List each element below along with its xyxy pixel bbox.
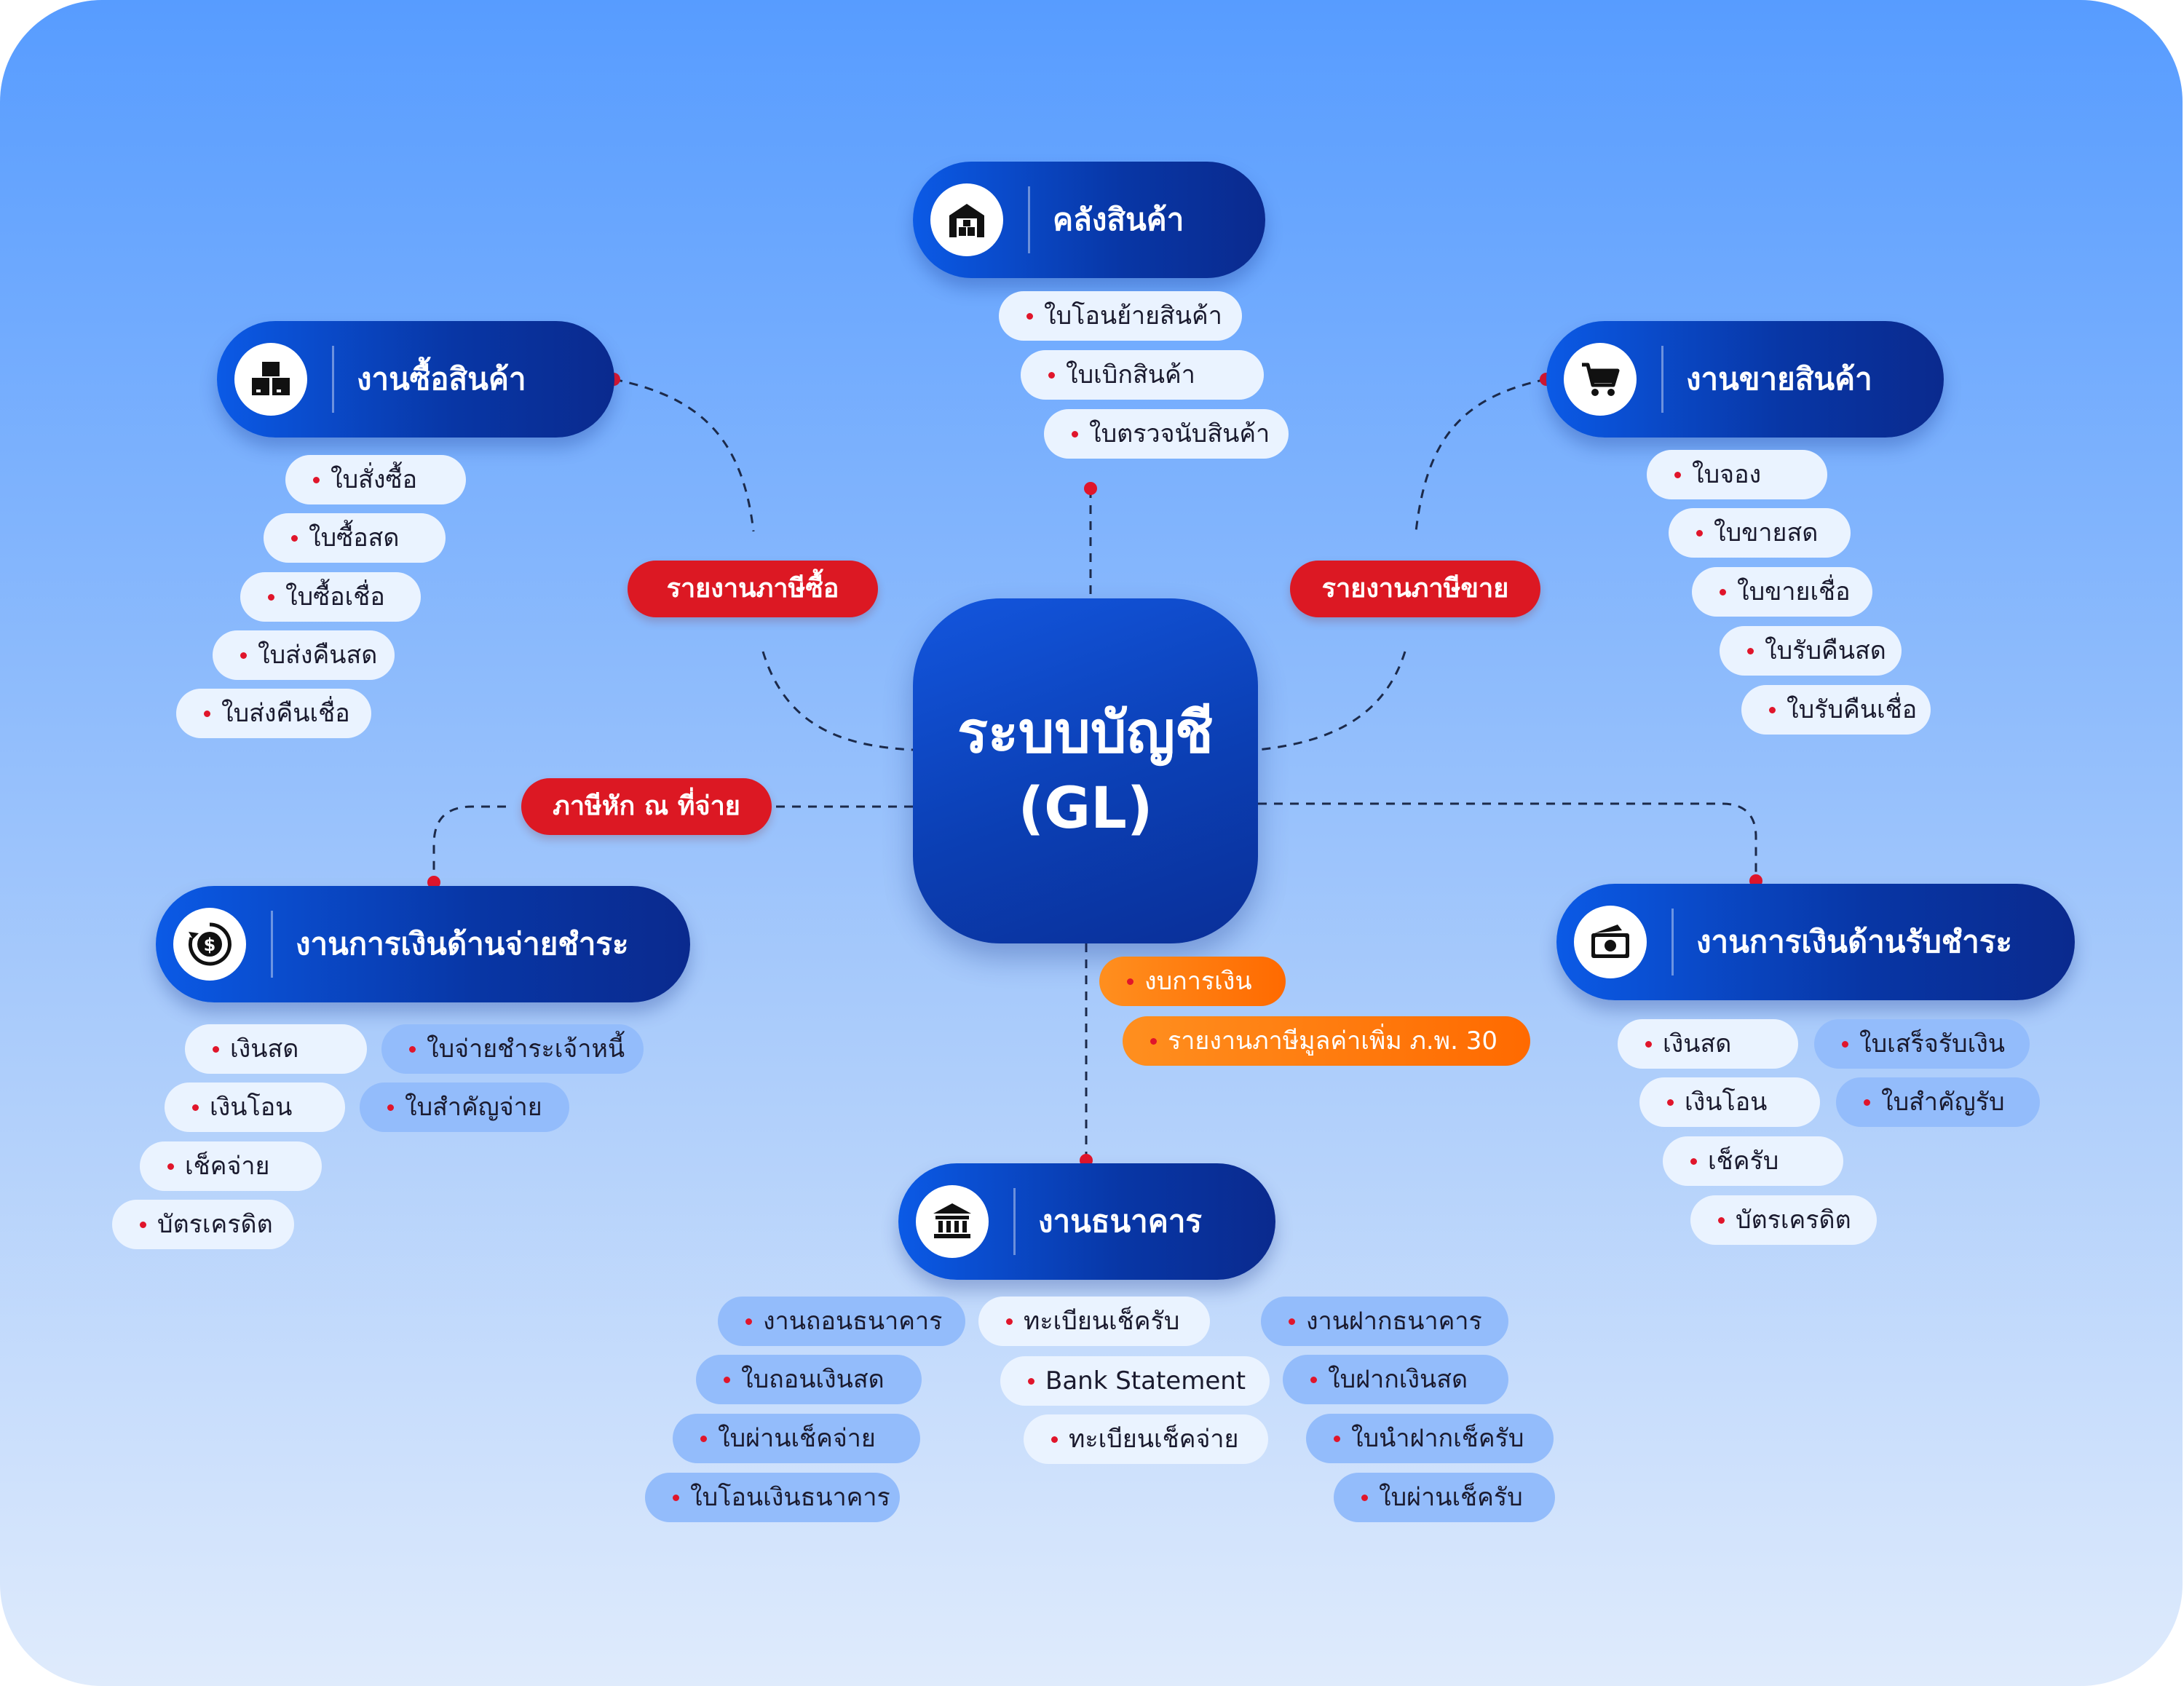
list-item[interactable]: ใบสำคัญจ่าย bbox=[360, 1083, 569, 1132]
module-purchase[interactable]: งานซื้อสินค้า bbox=[217, 321, 614, 438]
list-item[interactable]: ใบซื้อสด bbox=[264, 513, 446, 563]
junction-inventory bbox=[1084, 482, 1097, 495]
list-item[interactable]: ใบนำฝากเช็ครับ bbox=[1306, 1414, 1554, 1463]
list-item[interactable]: ใบสั่งซื้อ bbox=[285, 455, 466, 504]
list-item[interactable]: บัตรเครดิต bbox=[1690, 1195, 1877, 1245]
junction-payment bbox=[427, 876, 440, 889]
list-item[interactable]: ใบผ่านเช็คจ่าย bbox=[673, 1414, 920, 1463]
list-item[interactable]: Bank Statement bbox=[1000, 1356, 1270, 1406]
list-item[interactable]: ใบส่งคืนเชื่อ bbox=[176, 689, 371, 738]
list-item[interactable]: ใบตรวจนับสินค้า bbox=[1044, 409, 1289, 459]
list-item[interactable]: ใบผ่านเช็ครับ bbox=[1334, 1473, 1555, 1522]
connector-sales-tax bbox=[1257, 651, 1406, 751]
cash-icon bbox=[1574, 906, 1647, 978]
shopping-cart-icon bbox=[1564, 343, 1637, 416]
list-item[interactable]: ใบฝากเงินสด bbox=[1283, 1355, 1508, 1404]
module-title: งานซื้อสินค้า bbox=[357, 361, 526, 397]
gl-center-node[interactable]: ระบบบัญชี (GL) bbox=[913, 598, 1258, 943]
connector-purchase-tax bbox=[761, 651, 914, 751]
list-item[interactable]: เงินโอน bbox=[1639, 1077, 1820, 1127]
tag-withholding-tax[interactable]: ภาษีหัก ณ ที่จ่าย bbox=[521, 778, 772, 835]
list-item[interactable]: ใบเสร็จรับเงิน bbox=[1814, 1019, 2030, 1069]
list-item[interactable]: ใบเบิกสินค้า bbox=[1021, 350, 1264, 400]
connector-purchase bbox=[613, 378, 755, 532]
list-item[interactable]: ใบรับคืนสด bbox=[1720, 626, 1902, 676]
list-item[interactable]: ทะเบียนเช็ครับ bbox=[978, 1297, 1210, 1346]
connector-receipt bbox=[1258, 802, 1757, 881]
list-item[interactable]: ใบซื้อเชื่อ bbox=[240, 572, 421, 622]
module-sales[interactable]: งานขายสินค้า bbox=[1546, 321, 1944, 438]
list-item[interactable]: ใบถอนเงินสด bbox=[696, 1355, 922, 1404]
list-item[interactable]: ใบขายเชื่อ bbox=[1692, 567, 1872, 617]
list-item[interactable]: ใบจอง bbox=[1647, 450, 1827, 499]
tag-sales-tax[interactable]: รายงานภาษีขาย bbox=[1290, 561, 1540, 617]
dollar-coin-icon: $ bbox=[173, 908, 246, 981]
svg-text:$: $ bbox=[204, 935, 216, 955]
module-bank[interactable]: งานธนาคาร bbox=[898, 1163, 1275, 1280]
center-title-line2: (GL) bbox=[1018, 776, 1153, 842]
list-item[interactable]: งานถอนธนาคาร bbox=[718, 1297, 965, 1346]
list-item[interactable]: ใบขายสด bbox=[1669, 508, 1851, 558]
module-title: งานธนาคาร bbox=[1038, 1203, 1202, 1239]
list-item[interactable]: ใบสำคัญรับ bbox=[1836, 1077, 2040, 1127]
list-item[interactable]: เช็คจ่าย bbox=[140, 1141, 322, 1191]
module-title: งานการเงินด้านจ่ายชำระ bbox=[296, 926, 629, 962]
module-title: คลังสินค้า bbox=[1053, 202, 1184, 237]
boxes-icon bbox=[234, 343, 307, 416]
connector-sales bbox=[1415, 378, 1547, 532]
list-item[interactable]: ใบส่งคืนสด bbox=[213, 630, 395, 680]
connector-payment bbox=[432, 805, 506, 882]
list-item[interactable]: เช็ครับ bbox=[1663, 1136, 1843, 1186]
warehouse-icon bbox=[930, 183, 1003, 256]
center-title-line1: ระบบบัญชี bbox=[957, 700, 1214, 766]
module-payment[interactable]: $ งานการเงินด้านจ่ายชำระ bbox=[156, 886, 690, 1002]
list-item[interactable]: เงินสด bbox=[185, 1024, 367, 1074]
list-item[interactable]: งานฝากธนาคาร bbox=[1261, 1297, 1508, 1346]
list-item[interactable]: เงินโอน bbox=[165, 1083, 345, 1132]
module-inventory[interactable]: คลังสินค้า bbox=[913, 162, 1265, 278]
module-title: งานขายสินค้า bbox=[1686, 361, 1872, 397]
bank-icon bbox=[916, 1185, 989, 1258]
list-item[interactable]: ทะเบียนเช็คจ่าย bbox=[1024, 1414, 1268, 1464]
list-item[interactable]: ใบโอนเงินธนาคาร bbox=[645, 1473, 900, 1522]
list-item[interactable]: ใบโอนย้ายสินค้า bbox=[999, 291, 1242, 341]
list-item[interactable]: บัตรเครดิต bbox=[112, 1200, 294, 1249]
report-financial-statement[interactable]: งบการเงิน bbox=[1099, 957, 1286, 1006]
list-item[interactable]: ใบรับคืนเชื่อ bbox=[1741, 685, 1931, 735]
module-title: งานการเงินด้านรับชำระ bbox=[1696, 924, 2012, 959]
module-receipt[interactable]: งานการเงินด้านรับชำระ bbox=[1556, 884, 2075, 1000]
report-vat-pp30[interactable]: รายงานภาษีมูลค่าเพิ่ม ภ.พ. 30 bbox=[1123, 1016, 1530, 1066]
tag-purchase-tax[interactable]: รายงานภาษีซื้อ bbox=[628, 561, 878, 617]
list-item[interactable]: ใบจ่ายชำระเจ้าหนี้ bbox=[381, 1024, 644, 1074]
list-item[interactable]: เงินสด bbox=[1618, 1019, 1798, 1069]
